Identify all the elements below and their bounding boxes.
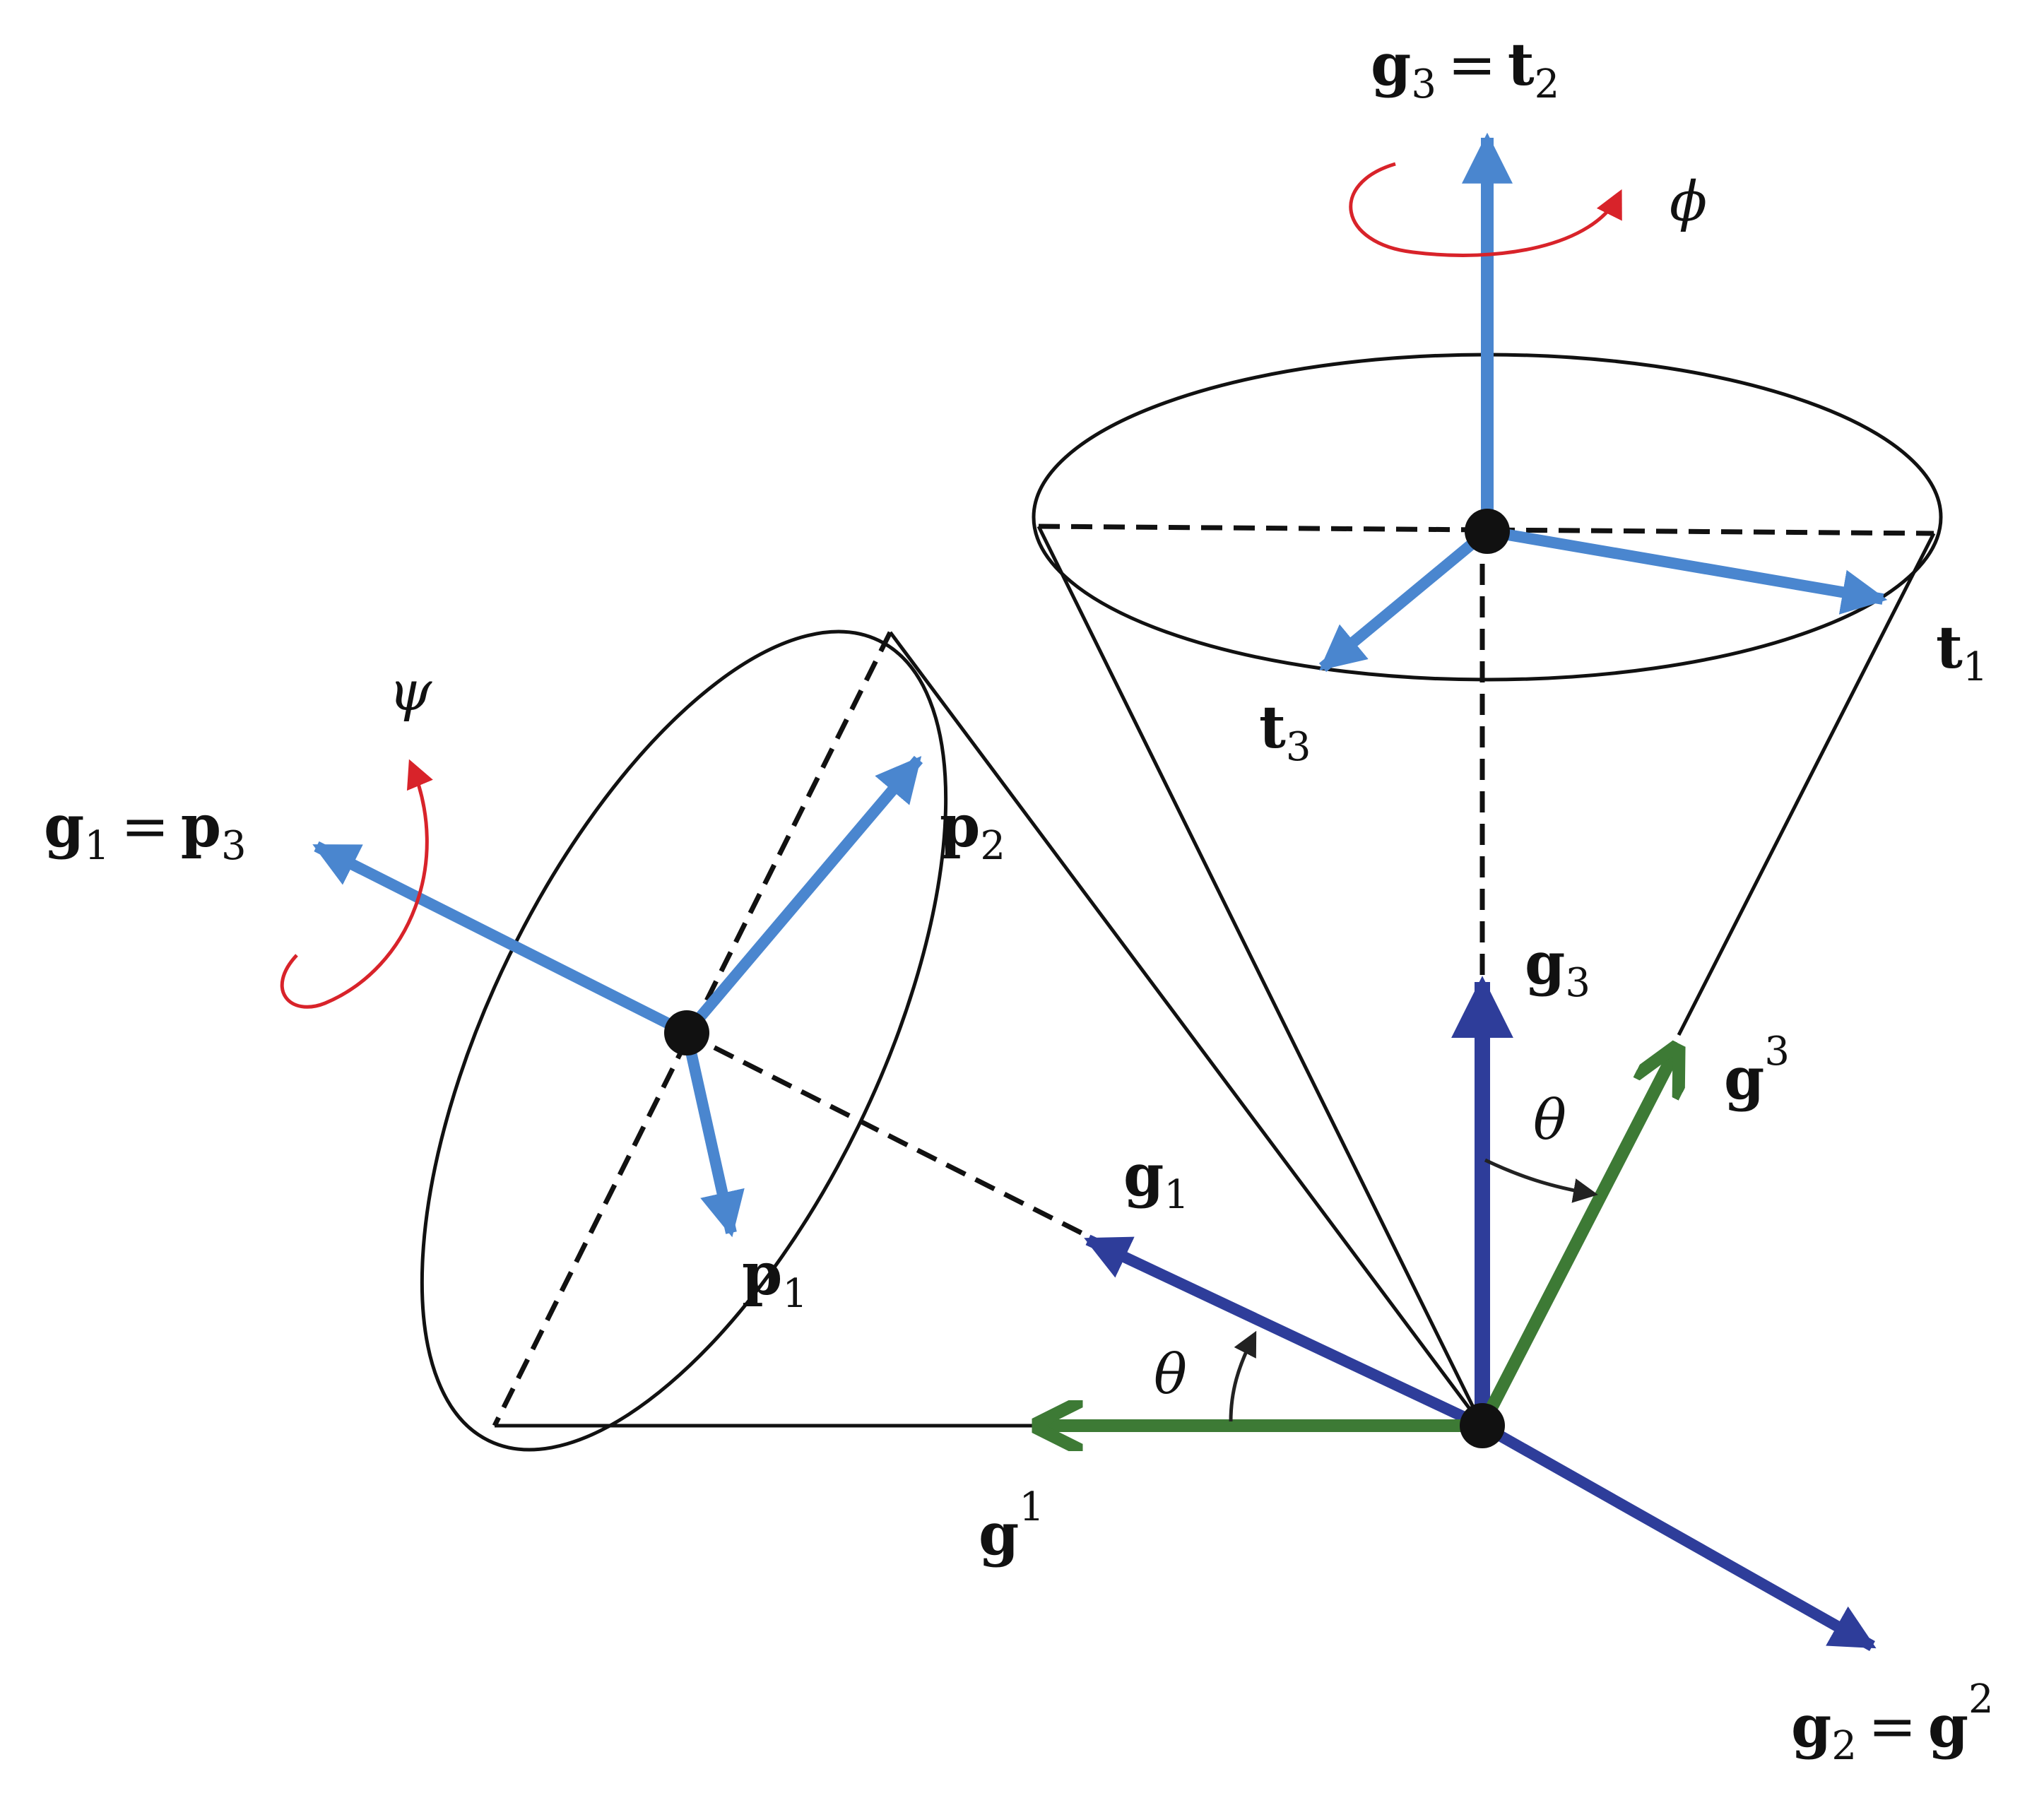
label-g3-equals-t2: g3=t2 [1371,31,1559,107]
left-cone [420,629,1484,1452]
label-g1-upper: g1 [979,1484,1044,1568]
theta-right-arc [1484,1158,1598,1203]
t1-arrow [1486,526,1888,615]
g3-upper-arrow [1476,1053,1674,1429]
label-phi: ϕ [1670,170,1707,234]
label-g1-lower: g1 [1123,1142,1189,1218]
label-g3-upper: g3 [1724,1029,1790,1113]
labels: g3=t2 ϕ t1 t3 ψ g1=p3 p2 p1 g3 [44,31,1994,1769]
upper-cone-diameter [1038,524,1934,536]
label-p1: p1 [742,1241,808,1317]
label-g2-equals-g2-upper: g2=g2 [1791,1676,1994,1769]
upper-center-point [1465,509,1510,554]
phi-rotation-arrow [1349,162,1622,257]
upper-cone-left-edge [1036,525,1484,1427]
left-center-point [664,1010,709,1055]
upper-cone-right-edge [1677,532,1936,1036]
g2-arrow [1479,1421,1877,1651]
left-cone-axis-dashed [684,1030,1104,1246]
label-theta-right: θ [1533,1089,1566,1152]
label-g1-equals-p3: g1=p3 [44,793,247,869]
label-p2: p2 [940,793,1005,869]
rotation-indicators [280,162,1622,1422]
origin-vectors [1042,976,1877,1651]
left-cone-rim [420,629,948,1452]
upper-center-frame [1318,132,1888,673]
origin-point [1460,1403,1505,1448]
label-psi: ψ [389,660,432,723]
label-t1: t1 [1936,614,1988,690]
t3-arrow [1318,526,1491,673]
g1-lower-arrow [1084,1234,1485,1431]
psi-rotation-arrow [280,759,433,1009]
p1-arrow [681,1031,745,1238]
p2-arrow [682,755,923,1037]
theta-left-arc [1229,1330,1257,1422]
left-cone-top-edge [888,631,1484,1427]
label-theta-left: θ [1154,1343,1187,1407]
label-t3: t3 [1259,694,1311,770]
p3-arrow [312,841,690,1039]
label-g3-lower: g3 [1525,930,1590,1006]
left-center-frame [312,755,923,1238]
